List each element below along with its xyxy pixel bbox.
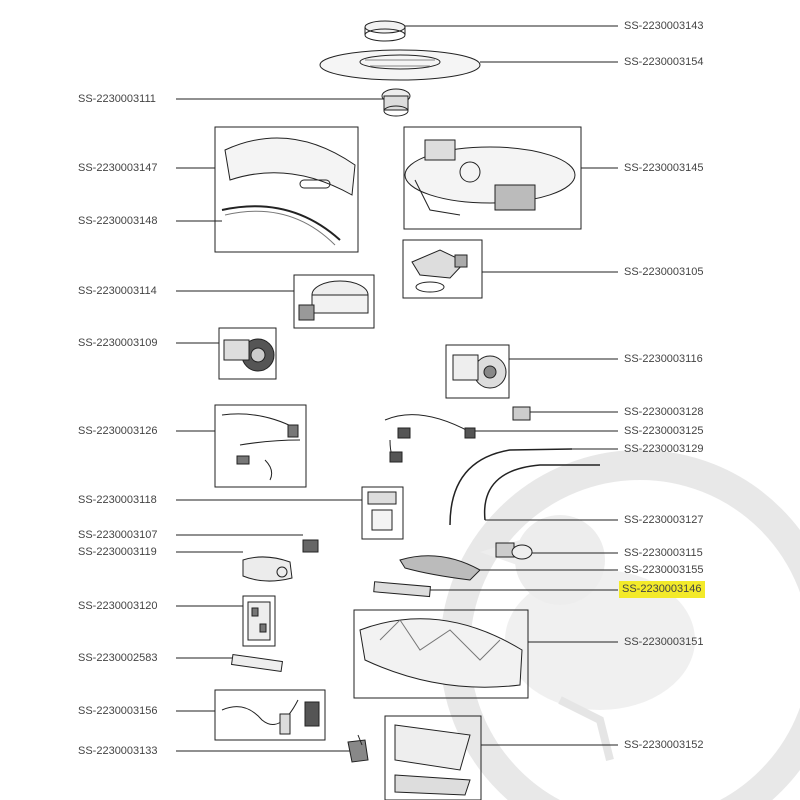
side-brush-motor-part <box>411 249 468 293</box>
top-cap-part <box>364 20 406 42</box>
frame-brush-cover <box>384 715 482 800</box>
wheel-left-part <box>223 338 275 372</box>
frame-side-brush-motor <box>402 239 483 299</box>
harness-part <box>384 414 476 463</box>
label-part-3120[interactable]: SS-2230003120 <box>78 600 158 612</box>
part-frames <box>214 126 582 800</box>
frame-fan-motor <box>293 274 375 329</box>
label-part-3143[interactable]: SS-2230003143 <box>624 20 704 32</box>
wheel-right-part <box>452 354 507 389</box>
part-drawings <box>221 20 600 796</box>
label-part-3128[interactable]: SS-2230003128 <box>624 406 704 418</box>
switch-part <box>302 539 319 553</box>
label-part-3154[interactable]: SS-2230003154 <box>624 56 704 68</box>
top-cover-part <box>404 139 576 216</box>
frame-bumper <box>214 126 359 253</box>
label-part-3145[interactable]: SS-2230003145 <box>624 162 704 174</box>
frame-chassis <box>353 609 529 699</box>
label-part-3115[interactable]: SS-2230003115 <box>624 547 703 559</box>
small-pcb-part <box>247 601 271 641</box>
knob-part <box>381 88 411 117</box>
fan-motor-part <box>298 280 369 321</box>
label-part-3114[interactable]: SS-2230003114 <box>78 285 157 297</box>
label-part-3146-highlighted[interactable]: SS-2230003146 <box>619 581 705 598</box>
label-part-3125[interactable]: SS-2230003125 <box>624 425 704 437</box>
frame-board-set <box>214 689 326 741</box>
connector-part <box>512 406 531 421</box>
label-part-3129[interactable]: SS-2230003129 <box>624 443 704 455</box>
board-set-part <box>221 699 320 735</box>
bulb-part <box>495 542 533 560</box>
strip-part <box>373 581 431 598</box>
label-part-3133[interactable]: SS-2230003133 <box>78 745 158 757</box>
sensor-board-part <box>367 491 397 531</box>
label-part-3152[interactable]: SS-2230003152 <box>624 739 704 751</box>
label-part-3127[interactable]: SS-2230003127 <box>624 514 704 526</box>
frame-wheel-left <box>218 327 277 380</box>
label-part-3111[interactable]: SS-2230003111 <box>78 93 156 105</box>
pcb-part <box>399 555 481 581</box>
frame-sensor-board <box>361 486 404 540</box>
bumper-part <box>221 137 356 246</box>
label-part-3119[interactable]: SS-2230003119 <box>78 546 157 558</box>
rail-part <box>230 654 284 672</box>
label-part-3148[interactable]: SS-2230003148 <box>78 215 158 227</box>
label-part-2583[interactable]: SS-2230002583 <box>78 652 158 664</box>
frame-pcb-small <box>242 595 276 647</box>
label-part-3147[interactable]: SS-2230003147 <box>78 162 158 174</box>
bin-housing-part <box>242 556 293 582</box>
chassis-part <box>359 618 523 688</box>
label-part-3151[interactable]: SS-2230003151 <box>624 636 704 648</box>
label-part-3107[interactable]: SS-2230003107 <box>78 529 158 541</box>
leader-lines <box>176 25 618 752</box>
label-part-3109[interactable]: SS-2230003109 <box>78 337 158 349</box>
long-cable-part <box>449 448 600 526</box>
label-part-3156[interactable]: SS-2230003156 <box>78 705 158 717</box>
label-part-3118[interactable]: SS-2230003118 <box>78 494 157 506</box>
frame-wheel-right <box>445 344 510 399</box>
brush-cover-part <box>394 724 471 796</box>
cable-set-part <box>221 413 301 481</box>
label-part-3126[interactable]: SS-2230003126 <box>78 425 158 437</box>
frame-top-cover <box>403 126 582 230</box>
label-part-3105[interactable]: SS-2230003105 <box>624 266 704 278</box>
frame-cable-set <box>214 404 307 488</box>
label-part-3116[interactable]: SS-2230003116 <box>624 353 703 365</box>
lid-disc-part <box>319 49 481 81</box>
brush-holder-part <box>347 734 369 763</box>
label-part-3155[interactable]: SS-2230003155 <box>624 564 704 576</box>
